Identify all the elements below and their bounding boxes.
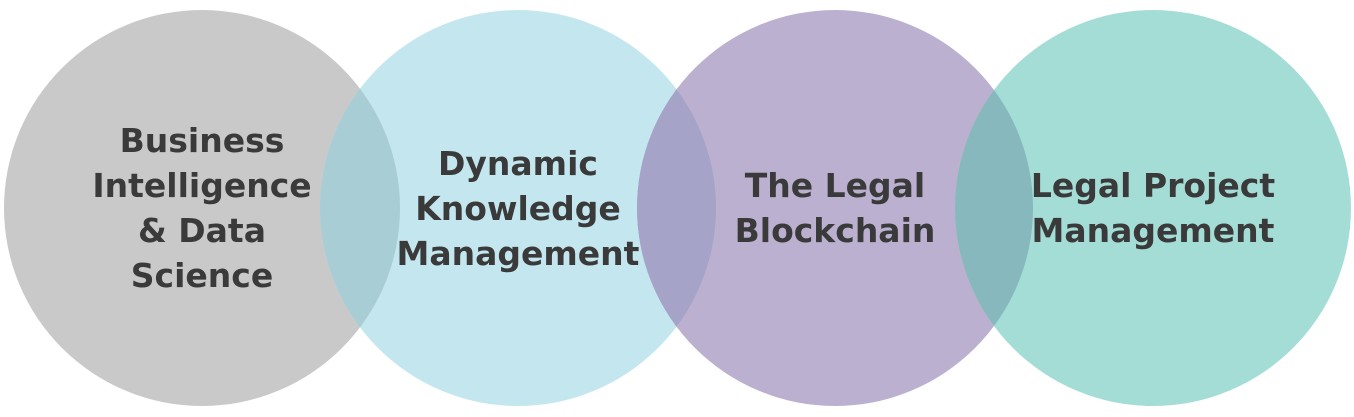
label-legal-project-management: Legal Project Management bbox=[1030, 166, 1276, 250]
label-business-intelligence: Business Intelligence & Data Science bbox=[92, 121, 312, 295]
label-legal-blockchain: The Legal Blockchain bbox=[734, 166, 936, 250]
label-dynamic-knowledge: Dynamic Knowledge Management bbox=[396, 143, 640, 273]
